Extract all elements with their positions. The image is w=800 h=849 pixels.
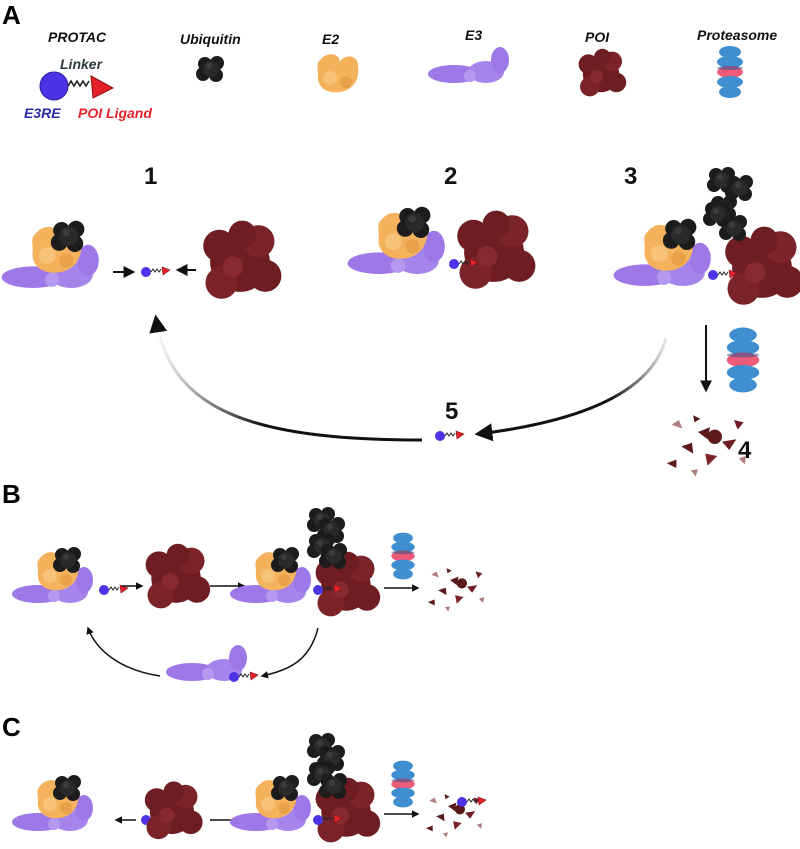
legend-e3-icon <box>428 47 509 83</box>
panel-label-c: C <box>2 712 21 742</box>
legend-poi-title: POI <box>585 29 610 45</box>
panel-a: 1 2 3 4 5 <box>2 163 800 477</box>
arrow-protac-recycle <box>149 314 423 442</box>
e2-e3-ubiquitin-complex-2 <box>348 207 445 274</box>
proteasome-b <box>391 532 415 580</box>
e2-e3-ubiquitin-complex-c2 <box>230 775 311 831</box>
e2-e3-ubiquitin-complex-1 <box>2 221 99 288</box>
panel-c <box>12 733 487 843</box>
step-3-label: 3 <box>624 163 637 190</box>
free-protac-1 <box>140 266 171 278</box>
panel-label-a: A <box>2 0 21 30</box>
arrow-protac-release <box>474 337 668 442</box>
legend-e2-icon <box>317 54 359 93</box>
legend-protac-title: PROTAC <box>48 29 107 45</box>
arrow-b-release <box>260 627 319 679</box>
step-1-label: 1 <box>144 163 157 190</box>
poi-2 <box>457 210 536 289</box>
legend-proteasome-icon <box>717 46 743 98</box>
legend-poi-ligand-label: POI Ligand <box>78 105 152 121</box>
arrow-b-recycle <box>86 626 161 677</box>
recycled-protac-b <box>228 671 259 683</box>
poi-1 <box>203 220 282 299</box>
e2-e3-ubiquitin-complex-3 <box>614 219 711 286</box>
legend-proteasome-title: Proteasome <box>697 27 777 43</box>
legend-ubiquitin-title: Ubiquitin <box>180 31 241 47</box>
poi-c <box>144 781 203 840</box>
degraded-protac-c <box>456 796 487 808</box>
legend-poi-icon <box>578 48 627 97</box>
legend-ubiquitin-icon <box>196 56 224 82</box>
polyubiquitin-chain <box>703 167 753 241</box>
legend-linker-label: Linker <box>60 56 104 72</box>
proteasome-a <box>726 327 760 393</box>
legend-e3re-label: E3RE <box>24 105 61 121</box>
step-2-label: 2 <box>444 163 457 190</box>
polyubiquitin-chain-c <box>307 733 347 799</box>
step-4-label: 4 <box>738 437 752 464</box>
degraded-poi-fragments-b <box>427 568 484 612</box>
poi-b <box>145 543 211 609</box>
degraded-poi-fragments-a <box>666 415 746 477</box>
proteasome-c <box>391 760 415 808</box>
e2-e3-ubiquitin-complex-b1 <box>12 547 93 603</box>
legend-protac-icon <box>39 71 115 101</box>
legend: PROTAC Linker E3RE POI Ligand Ubiquitin … <box>24 27 777 121</box>
polyubiquitin-chain-b <box>307 507 347 569</box>
step-5-label: 5 <box>445 398 458 425</box>
legend-e2-title: E2 <box>322 31 339 47</box>
panel-b <box>12 507 484 683</box>
panel-label-b: B <box>2 479 21 509</box>
recycled-protac-5 <box>434 430 465 442</box>
legend-e3-title: E3 <box>465 27 482 43</box>
e2-e3-ubiquitin-complex-b2 <box>230 547 311 603</box>
e2-e3-ubiquitin-complex-c1 <box>12 775 93 831</box>
